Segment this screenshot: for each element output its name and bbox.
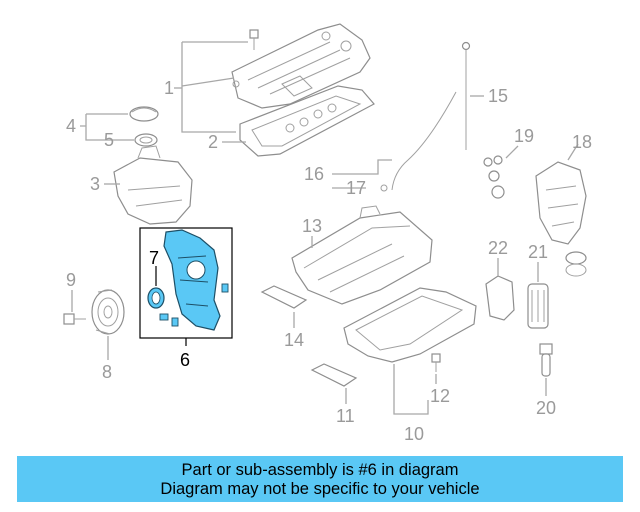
- pulley-bolt-part: [63, 313, 86, 325]
- callout-22: 22: [488, 238, 508, 258]
- oil-filler-cap-part: [129, 106, 159, 122]
- dipstick-tube-part: [391, 41, 471, 191]
- callout-12: 12: [430, 386, 450, 406]
- callout-21: 21: [528, 242, 548, 262]
- callout-10: 10: [404, 424, 424, 444]
- callout-18: 18: [572, 132, 592, 152]
- oil-filter-housing-part: [535, 161, 587, 277]
- housing-seals-part: [483, 155, 505, 199]
- callout-19: 19: [514, 126, 534, 146]
- callout-1: 1: [164, 78, 174, 98]
- filter-cap-part: [485, 275, 515, 321]
- callout-3: 3: [90, 174, 100, 194]
- callout-13: 13: [302, 216, 322, 236]
- lower-oil-pan-part: [343, 287, 477, 363]
- valve-cover-bolt: [249, 29, 259, 50]
- callout-4: 4: [66, 116, 76, 136]
- crankshaft-pulley-part: [91, 289, 125, 335]
- banner-line-2: Diagram may not be specific to your vehi…: [160, 480, 480, 498]
- banner-line-1: Part or sub-assembly is #6 in diagram: [181, 461, 459, 479]
- oil-cap-seal-part: [134, 133, 158, 147]
- callout-6: 6: [180, 350, 190, 370]
- timing-housing-part: [113, 145, 193, 225]
- callout-8: 8: [102, 362, 112, 382]
- upper-oil-pan-part: [291, 205, 433, 305]
- callout-15: 15: [488, 86, 508, 106]
- callout-16: 16: [304, 164, 324, 184]
- callout-2: 2: [208, 132, 218, 152]
- callout-11: 11: [336, 406, 355, 426]
- timing-cover-highlighted: [163, 229, 221, 331]
- oil-filter-element-part: [527, 283, 549, 329]
- pressure-valve-part: [539, 343, 553, 377]
- highlight-box-part-6: [139, 227, 233, 339]
- callout-14: 14: [284, 330, 304, 350]
- callout-17: 17: [346, 178, 366, 198]
- valve-cover-gasket-part: [239, 85, 375, 157]
- parts-diagram: 1 2 4 5 3 7 6: [63, 23, 592, 444]
- info-banner: Part or sub-assembly is #6 in diagram Di…: [17, 456, 623, 502]
- callout-7: 7: [149, 248, 159, 268]
- callout-20: 20: [536, 398, 556, 418]
- callout-9: 9: [66, 270, 76, 290]
- drain-plug-part: [431, 353, 441, 372]
- callout-5: 5: [104, 130, 114, 150]
- valve-cover-part: [231, 23, 371, 109]
- gasket-strip-part-14: [260, 285, 308, 309]
- gasket-strip-part-11: [310, 363, 358, 387]
